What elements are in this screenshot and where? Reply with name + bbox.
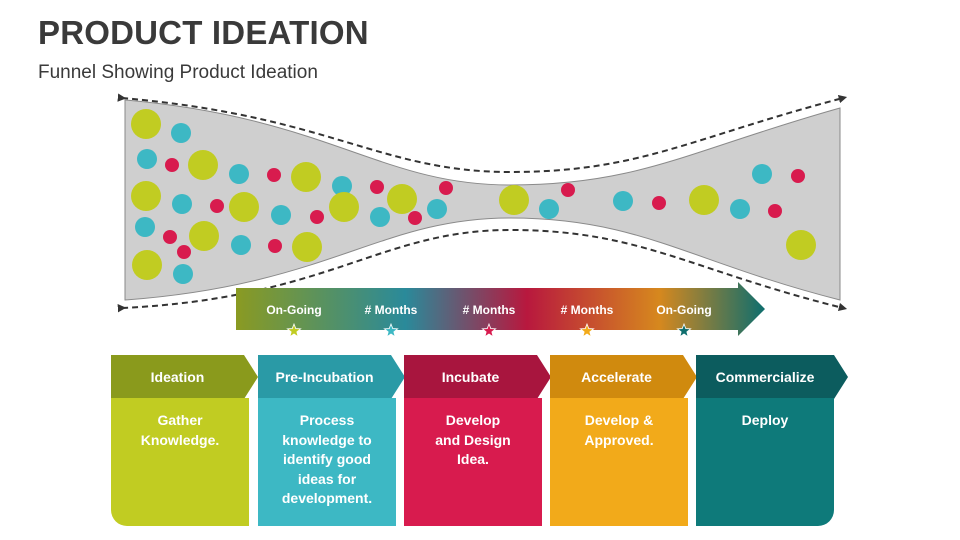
teal-dot	[229, 164, 249, 184]
teal-dot	[539, 199, 559, 219]
lime-dot	[189, 221, 219, 251]
funnel-dots	[131, 109, 816, 284]
teal-dot	[135, 217, 155, 237]
crimson-dot	[652, 196, 666, 210]
stage-description: Gather Knowledge.	[111, 398, 249, 526]
lime-dot	[292, 232, 322, 262]
star-icon	[481, 322, 497, 338]
crimson-dot	[177, 245, 191, 259]
lime-dot	[387, 184, 417, 214]
stage-description: Develop & Approved.	[550, 398, 688, 526]
timeline-arrow-shape	[236, 282, 765, 336]
teal-dot	[752, 164, 772, 184]
timeline-label: # Months	[463, 303, 516, 317]
lime-dot	[689, 185, 719, 215]
lime-dot	[132, 250, 162, 280]
lime-dot	[329, 192, 359, 222]
stage-header: Pre-Incubation	[258, 355, 405, 399]
lime-dot	[188, 150, 218, 180]
timeline-label: On-Going	[656, 303, 711, 317]
teal-dot	[613, 191, 633, 211]
crimson-dot	[791, 169, 805, 183]
teal-dot	[137, 149, 157, 169]
teal-dot	[231, 235, 251, 255]
teal-dot	[171, 123, 191, 143]
stage-header: Ideation	[111, 355, 258, 399]
crimson-dot	[768, 204, 782, 218]
crimson-dot	[561, 183, 575, 197]
stage-description: Develop and Design Idea.	[404, 398, 542, 526]
teal-dot	[427, 199, 447, 219]
star-icon	[579, 322, 595, 338]
timeline-arrow: On-Going # Months # Months # Months On-Going	[236, 282, 765, 338]
timeline-label: # Months	[365, 303, 418, 317]
crimson-dot	[267, 168, 281, 182]
lime-dot	[499, 185, 529, 215]
star-icon	[286, 322, 302, 338]
stage-description: Process knowledge to identify good ideas…	[258, 398, 396, 526]
lime-dot	[786, 230, 816, 260]
funnel-top-dashed-line	[117, 93, 848, 174]
star-icon	[676, 322, 692, 338]
crimson-dot	[370, 180, 384, 194]
teal-dot	[173, 264, 193, 284]
crimson-dot	[439, 181, 453, 195]
crimson-dot	[163, 230, 177, 244]
stage-description: Deploy	[696, 398, 834, 526]
lime-dot	[229, 192, 259, 222]
lime-dot	[291, 162, 321, 192]
crimson-dot	[165, 158, 179, 172]
crimson-dot	[268, 239, 282, 253]
teal-dot	[271, 205, 291, 225]
crimson-dot	[310, 210, 324, 224]
teal-dot	[370, 207, 390, 227]
lime-dot	[131, 181, 161, 211]
teal-dot	[730, 199, 750, 219]
crimson-dot	[210, 199, 224, 213]
timeline-label: On-Going	[266, 303, 321, 317]
page-subtitle: Funnel Showing Product Ideation	[38, 62, 318, 83]
funnel-diagram	[117, 93, 848, 313]
teal-dot	[172, 194, 192, 214]
stage-header: Accelerate	[550, 355, 697, 399]
funnel-bottom-dashed-line	[117, 228, 848, 313]
teal-dot	[332, 176, 352, 196]
stage-header: Incubate	[404, 355, 551, 399]
timeline-label: # Months	[561, 303, 614, 317]
lime-dot	[131, 109, 161, 139]
page-title: PRODUCT IDEATION	[38, 14, 369, 51]
stage-header: Commercialize	[696, 355, 848, 399]
crimson-dot	[408, 211, 422, 225]
star-icon	[383, 322, 399, 338]
